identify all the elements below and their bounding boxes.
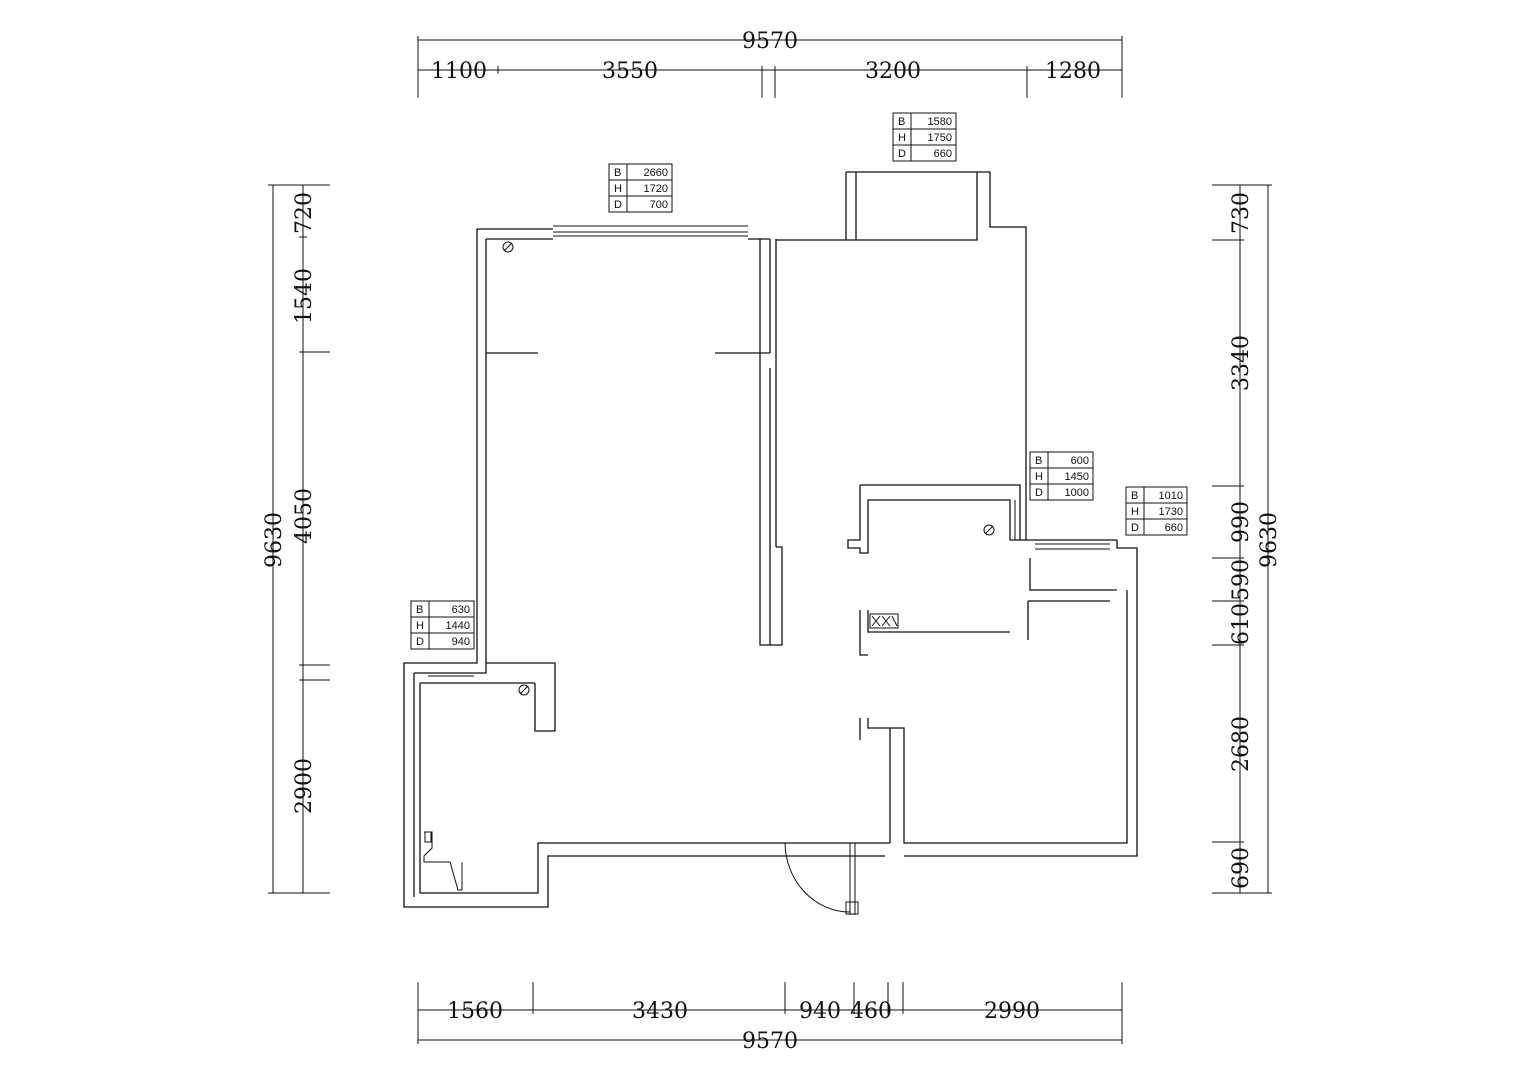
window-spec-table: B 1580 H 1750 D 660 [892, 112, 957, 162]
window-spec-table: B 2660 H 1720 D 700 [608, 163, 673, 213]
spec-value-h: 1450 [1065, 471, 1089, 483]
left-dimension-chain [268, 184, 330, 894]
spec-label-b: B [1035, 455, 1042, 467]
spec-label-h: H [898, 132, 906, 144]
bottom-dimension-5: 2990 [984, 999, 1040, 1024]
right-dimension-7: 690 [1229, 847, 1254, 889]
spec-label-d: D [1035, 487, 1043, 499]
right-total-dimension: 9630 [1257, 512, 1282, 568]
right-dimension-2: 3340 [1229, 335, 1254, 391]
spec-value-b: 1010 [1159, 490, 1183, 502]
spec-value-d: 660 [934, 148, 952, 160]
right-dimension-chain [1212, 184, 1272, 894]
walls [403, 171, 1138, 908]
spec-label-d: D [898, 148, 906, 160]
left-dimension-1: 720 [292, 192, 317, 234]
spec-value-b: 1580 [928, 116, 952, 128]
left-dimension-3: 4050 [292, 488, 317, 544]
spec-label-h: H [1131, 506, 1139, 518]
spec-label-d: D [416, 636, 424, 648]
top-dimension-2: 3550 [602, 59, 658, 84]
window-spec-table: B 630 H 1440 D 940 [410, 600, 475, 650]
top-dimension-4: 1280 [1045, 59, 1101, 84]
water-heater-icon [423, 831, 463, 891]
spec-value-h: 1730 [1159, 506, 1183, 518]
right-dimension-4: 590 [1229, 559, 1254, 601]
spec-label-h: H [614, 183, 622, 195]
bottom-total-dimension: 9570 [742, 1029, 798, 1054]
right-dimension-3: 990 [1229, 501, 1254, 543]
top-dimension-3: 3200 [865, 59, 921, 84]
bottom-dimension-3: 940 [799, 999, 841, 1024]
spec-value-h: 1750 [928, 132, 952, 144]
spec-label-b: B [416, 604, 423, 616]
spec-label-h: H [416, 620, 424, 632]
spec-value-h: 1720 [644, 183, 668, 195]
left-dimension-4: 2900 [292, 758, 317, 814]
spec-label-b: B [898, 116, 905, 128]
spec-label-h: H [1035, 471, 1043, 483]
spec-value-d: 940 [452, 636, 470, 648]
spec-value-d: 660 [1165, 522, 1183, 534]
window-spec-table: B 600 H 1450 D 1000 [1029, 451, 1094, 501]
left-total-dimension: 9630 [262, 512, 287, 568]
window-spec-table: B 1010 H 1730 D 660 [1125, 486, 1188, 536]
right-dimension-1: 730 [1229, 192, 1254, 234]
floor-drain-icon [502, 241, 995, 696]
bottom-dimension-2: 3430 [632, 999, 688, 1024]
spec-value-h: 1440 [446, 620, 470, 632]
bottom-dimension-1: 1560 [447, 999, 503, 1024]
spec-value-b: 630 [452, 604, 470, 616]
spec-value-b: 2660 [644, 167, 668, 179]
window-openings [428, 225, 1110, 677]
spec-value-d: 1000 [1065, 487, 1089, 499]
top-dimension-1: 1100 [431, 59, 487, 84]
spec-label-d: D [614, 199, 622, 211]
bottom-dimension-chain [417, 982, 1123, 1044]
bottom-dimension-4: 460 [850, 999, 892, 1024]
entry-door [784, 842, 859, 915]
spec-label-d: D [1131, 522, 1139, 534]
spec-label-b: B [614, 167, 621, 179]
kitchen-fixture-icon [869, 613, 899, 629]
right-dimension-6: 2680 [1229, 716, 1254, 772]
top-dimension-chain [417, 36, 1123, 98]
top-total-dimension: 9570 [742, 29, 798, 54]
spec-label-b: B [1131, 490, 1138, 502]
left-dimension-2: 1540 [292, 268, 317, 324]
spec-value-d: 700 [650, 199, 668, 211]
right-dimension-5: 610 [1229, 603, 1254, 645]
spec-value-b: 600 [1071, 455, 1089, 467]
